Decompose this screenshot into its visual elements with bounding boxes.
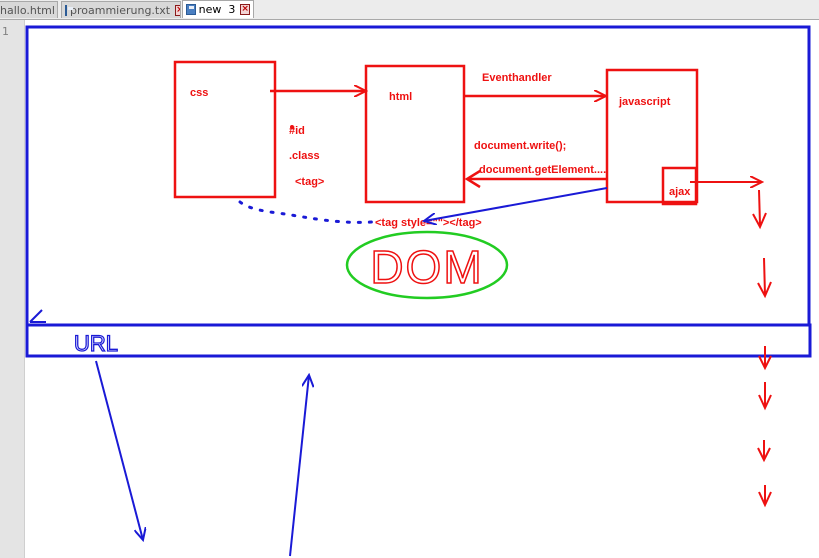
css-box <box>173 60 277 199</box>
eventhandler-label: Eventhandler <box>482 72 552 84</box>
tab-hallo-html[interactable]: hallo.html × <box>0 1 58 18</box>
selector-class-label: .class <box>289 150 320 162</box>
css-dotted-link <box>238 200 374 224</box>
javascript-to-tag-arrow <box>424 187 608 221</box>
ajax-label: ajax <box>669 186 691 198</box>
url-label: URL <box>74 331 118 356</box>
tab-label: new 3 <box>198 3 236 16</box>
tab-proammierung-txt[interactable]: proammierung.txt × <box>61 1 181 18</box>
ajax-box <box>661 166 698 206</box>
dom-ellipse <box>345 230 509 300</box>
ajax-down-arrows <box>752 189 772 508</box>
url-down-arrow <box>95 360 143 540</box>
tag-style-label: <tag style=""></tag> <box>375 217 482 229</box>
up-arrow <box>289 375 309 557</box>
url-bar <box>25 323 812 358</box>
tab-label: proammierung.txt <box>70 3 171 17</box>
file-icon <box>186 4 196 15</box>
html-label: html <box>389 91 412 103</box>
red-dot <box>290 125 294 129</box>
dom-label: DOM <box>370 241 483 293</box>
selector-tag-label: <tag> <box>295 176 324 188</box>
html-box <box>364 64 466 204</box>
css-label: css <box>190 87 208 99</box>
tab-label: hallo.html <box>0 3 55 17</box>
url-bar-left-arrow <box>29 309 46 323</box>
file-icon <box>65 4 73 16</box>
document-getelement-label: document.getElement.... <box>479 164 606 176</box>
close-icon[interactable]: × <box>240 4 250 15</box>
javascript-label: javascript <box>618 96 671 108</box>
javascript-to-html-arrow <box>464 169 607 189</box>
close-icon[interactable]: × <box>175 4 180 16</box>
tab-bar: hallo.html × proammierung.txt × new 3 × <box>0 0 819 20</box>
tab-new-3[interactable]: new 3 × <box>182 0 254 18</box>
document-write-label: document.write(); <box>474 140 566 152</box>
line-number-gutter: 1 <box>0 20 25 558</box>
line-number: 1 <box>2 25 9 38</box>
javascript-box <box>605 68 699 204</box>
